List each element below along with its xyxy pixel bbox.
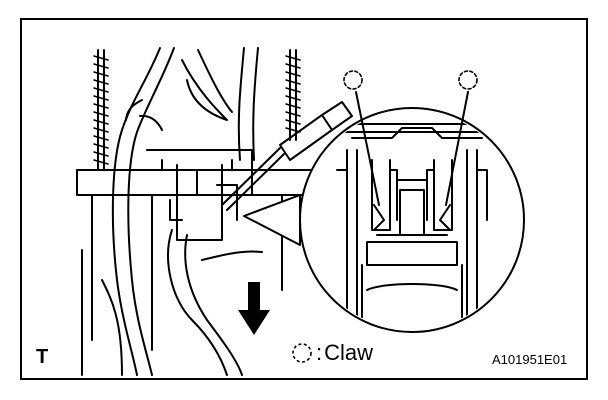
dashed-circle-icon: [292, 343, 312, 363]
pump-body: [76, 149, 313, 351]
threaded-rod-right: [285, 49, 301, 141]
callout-pointer: [243, 194, 301, 246]
claw-marker-right: [458, 70, 478, 90]
legend-separator: :: [316, 340, 323, 365]
illustration-code: A101951E01: [492, 352, 568, 367]
claw-legend: : Claw: [290, 340, 373, 366]
corner-mark: T: [36, 346, 49, 368]
diagram-illustration: [76, 47, 525, 376]
detail-view: [299, 91, 525, 333]
claw-marker-left: [343, 70, 363, 90]
wiring: [81, 229, 263, 376]
threaded-rod-left: [93, 49, 109, 171]
diagram-figure: T : Claw A101951E01: [20, 18, 588, 380]
legend-label: Claw: [324, 340, 374, 365]
screwdriver: [221, 101, 353, 211]
down-arrow: [238, 282, 270, 335]
